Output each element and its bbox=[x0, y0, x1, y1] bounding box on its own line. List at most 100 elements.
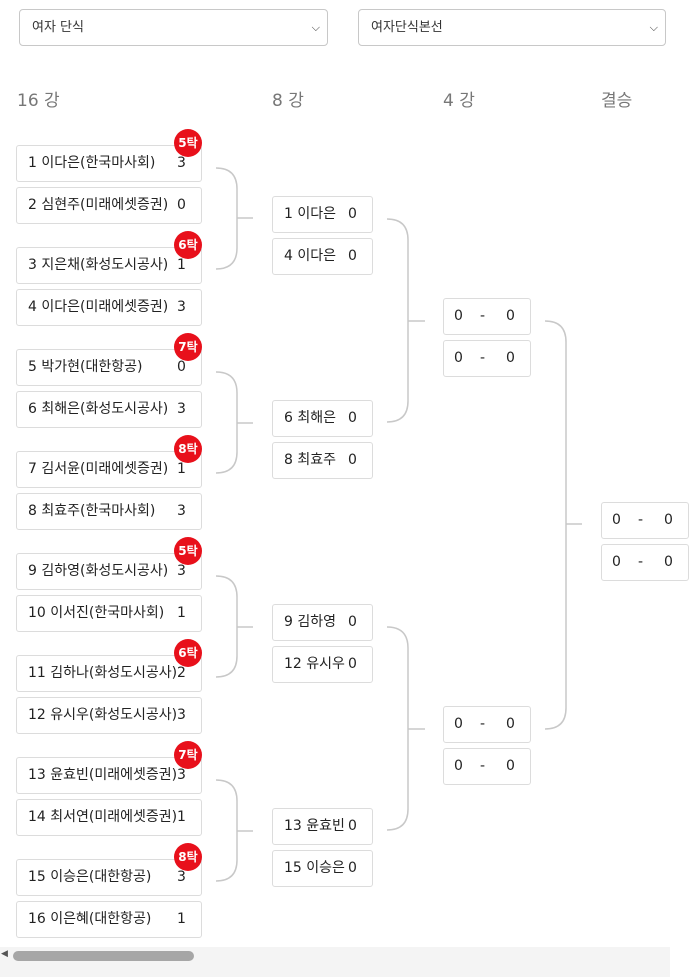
r16-entry-4[interactable]: 4 이다은(미래에셋증권) 3 bbox=[16, 289, 202, 326]
score-a: 0 bbox=[454, 716, 463, 732]
r16-entry-1[interactable]: 1 이다은(한국마사회) 3 bbox=[16, 145, 202, 182]
r16-entry-10[interactable]: 10 이서진(한국마사회) 1 bbox=[16, 595, 202, 632]
player-score: 3 bbox=[177, 707, 186, 723]
table-badge: 7탁 bbox=[174, 741, 202, 769]
player-name: 1 이다은(한국마사회) bbox=[28, 155, 156, 171]
qf-entry-2[interactable]: 4 이다은 0 bbox=[272, 238, 373, 275]
score-separator: - bbox=[480, 308, 486, 324]
player-score: 0 bbox=[348, 248, 357, 264]
player-name: 14 최서연(미래에셋증권) bbox=[28, 809, 178, 825]
chevron-down-icon: ⌵ bbox=[649, 21, 658, 34]
player-name: 8 최효주 bbox=[284, 452, 336, 468]
scroll-left-arrow-icon[interactable]: ◀ bbox=[1, 949, 8, 959]
table-badge: 8탁 bbox=[174, 843, 202, 871]
player-score: 1 bbox=[177, 257, 186, 273]
qf-entry-4[interactable]: 8 최효주 0 bbox=[272, 442, 373, 479]
table-badge: 6탁 bbox=[174, 231, 202, 259]
player-score: 3 bbox=[177, 767, 186, 783]
final-entry-2[interactable]: 0 - 0 bbox=[601, 544, 689, 581]
table-badge: 8탁 bbox=[174, 435, 202, 463]
r16-entry-5[interactable]: 5 박가현(대한항공) 0 bbox=[16, 349, 202, 386]
player-name: 11 김하나(화성도시공사) bbox=[28, 665, 178, 681]
score-b: 0 bbox=[506, 308, 515, 324]
stage-select[interactable]: 여자단식본선 ⌵ bbox=[358, 9, 666, 46]
player-name: 15 이승은 bbox=[284, 860, 345, 876]
scrollbar-thumb[interactable] bbox=[13, 951, 194, 961]
r16-entry-13[interactable]: 13 윤효빈(미래에셋증권) 3 bbox=[16, 757, 202, 794]
score-a: 0 bbox=[612, 512, 621, 528]
qf-entry-5[interactable]: 9 김하영 0 bbox=[272, 604, 373, 641]
player-score: 1 bbox=[177, 809, 186, 825]
table-badge: 5탁 bbox=[174, 129, 202, 157]
r16-entry-6[interactable]: 6 최해은(화성도시공사) 3 bbox=[16, 391, 202, 428]
player-name: 10 이서진(한국마사회) bbox=[28, 605, 165, 621]
score-a: 0 bbox=[454, 308, 463, 324]
player-score: 3 bbox=[177, 299, 186, 315]
player-score: 0 bbox=[348, 614, 357, 630]
qf-entry-7[interactable]: 13 윤효빈 0 bbox=[272, 808, 373, 845]
sf-entry-4[interactable]: 0 - 0 bbox=[443, 748, 531, 785]
qf-entry-1[interactable]: 1 이다은 0 bbox=[272, 196, 373, 233]
r16-entry-2[interactable]: 2 심현주(미래에셋증권) 0 bbox=[16, 187, 202, 224]
final-entry-1[interactable]: 0 - 0 bbox=[601, 502, 689, 539]
player-score: 3 bbox=[177, 563, 186, 579]
player-name: 15 이승은(대한항공) bbox=[28, 869, 152, 885]
player-score: 1 bbox=[177, 605, 186, 621]
player-name: 3 지은채(화성도시공사) bbox=[28, 257, 169, 273]
r16-entry-14[interactable]: 14 최서연(미래에셋증권) 1 bbox=[16, 799, 202, 836]
r16-entry-8[interactable]: 8 최효주(한국마사회) 3 bbox=[16, 493, 202, 530]
r16-entry-3[interactable]: 3 지은채(화성도시공사) 1 bbox=[16, 247, 202, 284]
r16-entry-15[interactable]: 15 이승은(대한항공) 3 bbox=[16, 859, 202, 896]
player-score: 0 bbox=[177, 359, 186, 375]
r16-entry-11[interactable]: 11 김하나(화성도시공사) 2 bbox=[16, 655, 202, 692]
player-name: 4 이다은 bbox=[284, 248, 336, 264]
player-name: 9 김하영(화성도시공사) bbox=[28, 563, 169, 579]
qf-entry-6[interactable]: 12 유시우 0 bbox=[272, 646, 373, 683]
chevron-down-icon: ⌵ bbox=[311, 21, 320, 34]
player-name: 16 이은혜(대한항공) bbox=[28, 911, 152, 927]
score-a: 0 bbox=[454, 758, 463, 774]
score-separator: - bbox=[480, 350, 486, 366]
player-name: 6 최해은 bbox=[284, 410, 336, 426]
player-name: 2 심현주(미래에셋증권) bbox=[28, 197, 169, 213]
sf-entry-1[interactable]: 0 - 0 bbox=[443, 298, 531, 335]
player-score: 0 bbox=[177, 197, 186, 213]
score-b: 0 bbox=[506, 350, 515, 366]
score-a: 0 bbox=[612, 554, 621, 570]
sf-entry-3[interactable]: 0 - 0 bbox=[443, 706, 531, 743]
player-name: 12 유시우 bbox=[284, 656, 345, 672]
r16-entry-16[interactable]: 16 이은혜(대한항공) 1 bbox=[16, 901, 202, 938]
player-name: 5 박가현(대한항공) bbox=[28, 359, 143, 375]
player-score: 0 bbox=[348, 860, 357, 876]
r16-entry-9[interactable]: 9 김하영(화성도시공사) 3 bbox=[16, 553, 202, 590]
score-b: 0 bbox=[664, 554, 673, 570]
player-name: 13 윤효빈 bbox=[284, 818, 345, 834]
player-name: 1 이다은 bbox=[284, 206, 336, 222]
player-score: 0 bbox=[348, 206, 357, 222]
table-badge: 5탁 bbox=[174, 537, 202, 565]
table-badge: 7탁 bbox=[174, 333, 202, 361]
player-score: 0 bbox=[348, 818, 357, 834]
stage-select-value: 여자단식본선 bbox=[371, 20, 443, 35]
r16-entry-7[interactable]: 7 김서윤(미래에셋증권) 1 bbox=[16, 451, 202, 488]
player-name: 8 최효주(한국마사회) bbox=[28, 503, 156, 519]
player-name: 9 김하영 bbox=[284, 614, 336, 630]
player-name: 13 윤효빈(미래에셋증권) bbox=[28, 767, 178, 783]
event-select[interactable]: 여자 단식 ⌵ bbox=[19, 9, 328, 46]
player-score: 1 bbox=[177, 911, 186, 927]
score-separator: - bbox=[638, 554, 644, 570]
score-separator: - bbox=[480, 758, 486, 774]
score-b: 0 bbox=[664, 512, 673, 528]
score-a: 0 bbox=[454, 350, 463, 366]
round-label-4: 4 강 bbox=[443, 91, 475, 111]
qf-entry-8[interactable]: 15 이승은 0 bbox=[272, 850, 373, 887]
final-column-clip: 0 - 0 0 - 0 bbox=[601, 502, 689, 581]
table-badge: 6탁 bbox=[174, 639, 202, 667]
player-score: 2 bbox=[177, 665, 186, 681]
player-score: 3 bbox=[177, 503, 186, 519]
player-score: 1 bbox=[177, 461, 186, 477]
player-score: 3 bbox=[177, 401, 186, 417]
sf-entry-2[interactable]: 0 - 0 bbox=[443, 340, 531, 377]
qf-entry-3[interactable]: 6 최해은 0 bbox=[272, 400, 373, 437]
r16-entry-12[interactable]: 12 유시우(화성도시공사) 3 bbox=[16, 697, 202, 734]
